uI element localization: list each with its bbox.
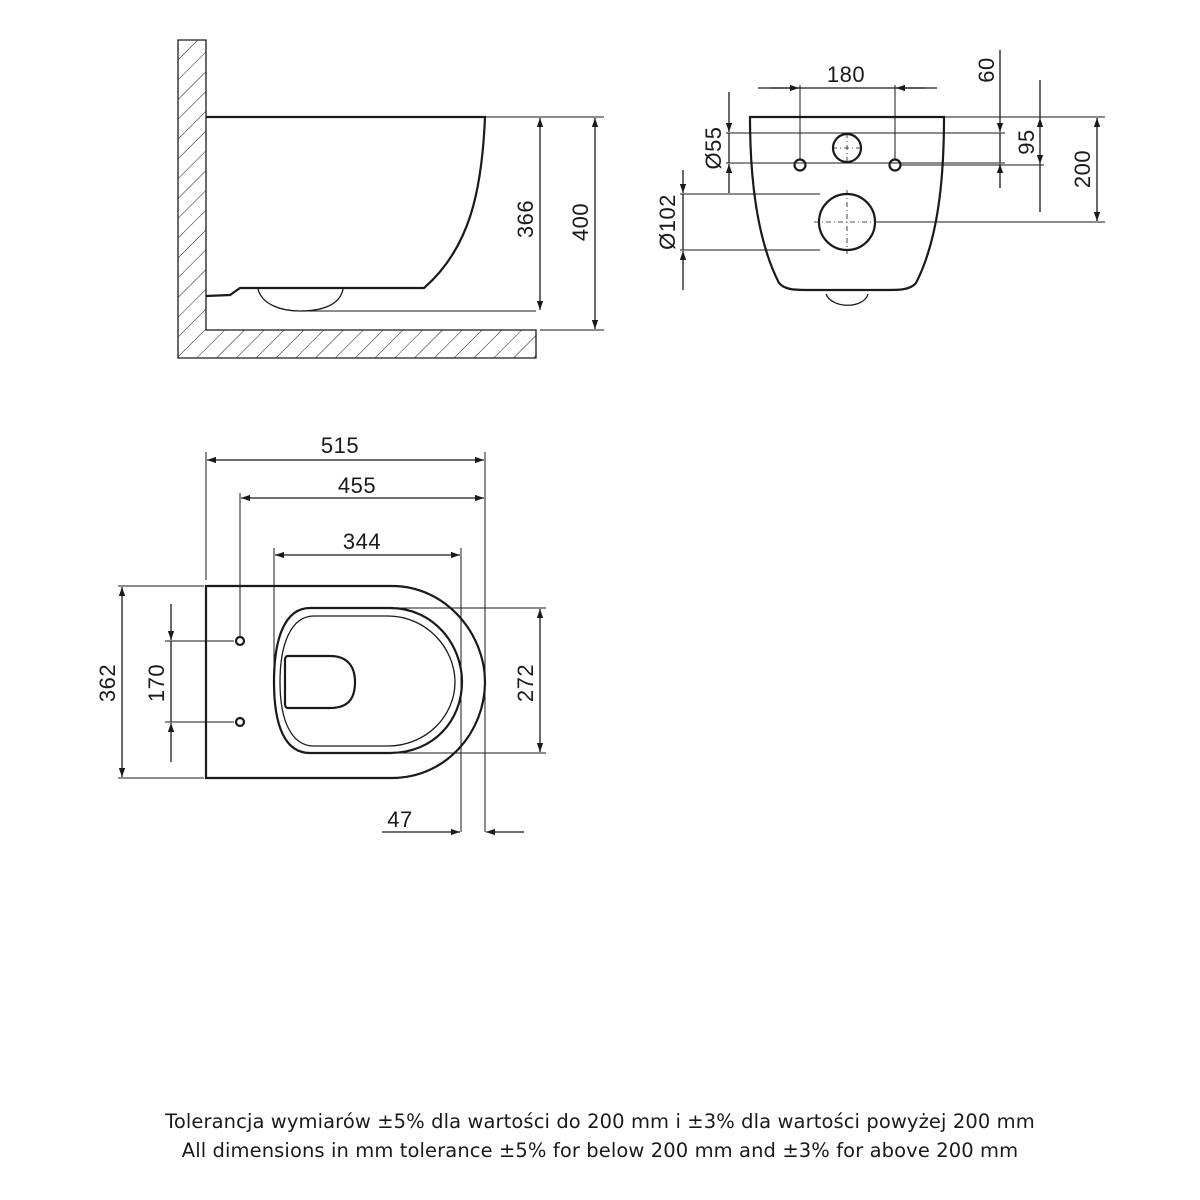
dim-label-455: 455 (338, 473, 376, 498)
bowl-trap-profile (257, 288, 344, 312)
dim-label-400: 400 (568, 203, 593, 241)
dim-label-344: 344 (343, 529, 381, 554)
dim-label-47: 47 (387, 807, 412, 832)
tolerance-note-pl: Tolerancja wymiarów ±5% dla wartości do … (165, 1110, 1035, 1133)
dim-label-200: 200 (1070, 150, 1095, 188)
rim-outline (272, 606, 464, 755)
rear-view: 180 60 Ø55 95 200 Ø102 (655, 50, 1105, 306)
bolt-hole-right (888, 158, 902, 172)
dim-label-366: 366 (513, 200, 538, 238)
dim-label-170: 170 (144, 664, 169, 702)
dim-label-60: 60 (974, 57, 999, 82)
dim-label-d55: Ø55 (701, 126, 726, 169)
dim-label-180: 180 (827, 62, 865, 87)
side-view: 366 400 (177, 39, 604, 359)
inner-bowl-opening (283, 654, 357, 710)
tolerance-note-en: All dimensions in mm tolerance ±5% for b… (181, 1139, 1019, 1162)
outlet-spigot (825, 293, 869, 306)
dim-label-95: 95 (1014, 129, 1039, 154)
wall-floor-hatch (177, 39, 537, 359)
bowl-side-profile (205, 115, 487, 298)
dim-label-362: 362 (95, 664, 120, 702)
bowl-top-outline (204, 584, 487, 780)
fixing-hole-top (234, 635, 246, 647)
bolt-hole-left (793, 158, 807, 172)
dim-label-515: 515 (321, 433, 359, 458)
fixing-hole-bottom (234, 716, 246, 728)
bowl-rear-outline (748, 115, 946, 292)
top-view: 515 455 344 362 170 272 47 (95, 433, 546, 836)
dim-label-d102: Ø102 (655, 194, 680, 250)
dim-label-272: 272 (513, 664, 538, 702)
